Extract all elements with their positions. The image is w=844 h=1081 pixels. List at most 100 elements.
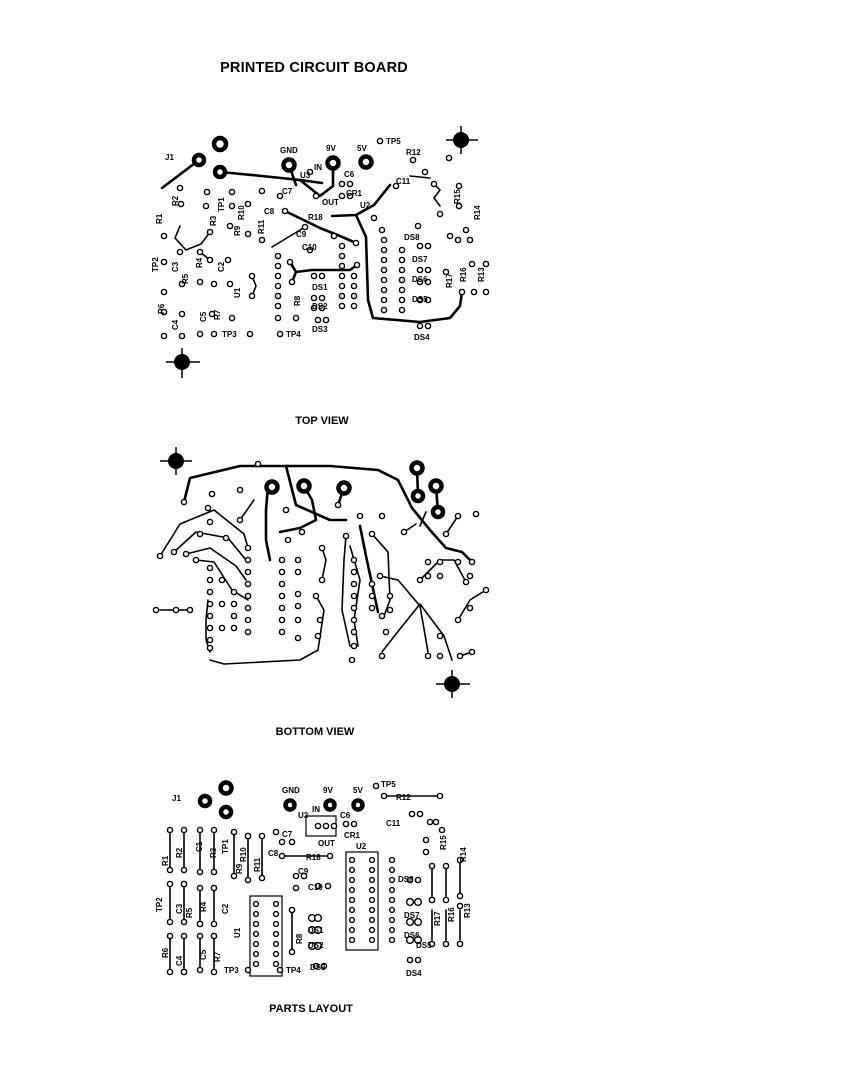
registration-mark (436, 670, 470, 698)
label-tp5: TP5 (386, 137, 401, 146)
label-r1: R1 (161, 855, 170, 866)
label-r17: R17 (445, 273, 454, 288)
registration-mark (166, 348, 200, 378)
label-r9: R9 (233, 225, 242, 236)
label-ds1: DS1 (312, 283, 328, 292)
label-c9: C9 (296, 230, 307, 239)
label-r3: R3 (209, 215, 218, 226)
label-tp3: TP3 (224, 966, 239, 975)
label-r1: R1 (155, 213, 164, 224)
label-ds7: DS7 (404, 911, 420, 920)
label-c10: C10 (308, 883, 323, 892)
label-tp2: TP2 (151, 257, 160, 272)
label-c7: C7 (282, 830, 293, 839)
label-r9: R9 (235, 863, 244, 874)
label-5v: 5V (353, 786, 363, 795)
label-ds2: DS2 (312, 302, 328, 311)
label-c11: C11 (396, 177, 411, 186)
label-ds5: DS5 (416, 941, 432, 950)
label-r5: R5 (181, 273, 190, 284)
label-r2: R2 (171, 195, 180, 206)
label-r4: R4 (199, 901, 208, 912)
label-r10: R10 (237, 205, 246, 220)
label-5v: 5V (357, 144, 367, 153)
label-u1: U1 (233, 927, 242, 938)
label-tp4: TP4 (286, 330, 301, 339)
parts-layout-caption: PARTS LAYOUT (269, 1003, 353, 1015)
ic-pins-parts (252, 856, 396, 968)
power-pad (264, 460, 446, 520)
label-j1: J1 (172, 794, 181, 803)
label-c8: C8 (264, 207, 275, 216)
label-c5: C5 (199, 311, 208, 322)
label-r11: R11 (253, 857, 262, 872)
ic-pins-u2 (338, 236, 432, 314)
label-c9: C9 (298, 867, 309, 876)
label-r13: R13 (477, 267, 486, 282)
label-cr1: CR1 (346, 189, 363, 198)
ic-u1-outline (249, 895, 283, 977)
label-r18: R18 (306, 853, 321, 862)
label-tp1: TP1 (221, 839, 230, 854)
label-c10: C10 (302, 243, 317, 252)
registration-mark (160, 447, 192, 475)
label-ds6: DS6 (404, 931, 420, 940)
label-r6: R6 (157, 303, 166, 314)
label-r7: R7 (213, 951, 222, 962)
label-r14: R14 (459, 847, 468, 862)
top-view-diagram: J1 GND 9V 5V TP5 R12 U3 IN C6 OUT CR1 C7… (151, 126, 490, 378)
label-c8: C8 (268, 849, 279, 858)
label-c7: C7 (282, 187, 293, 196)
parts-layout-diagram: J1 GND 9V 5V TP5 R12 U3 IN C6 C11 OUT CR… (155, 780, 472, 978)
label-c1: C1 (195, 841, 204, 852)
label-r10: R10 (239, 847, 248, 862)
label-ds3: DS3 (310, 963, 326, 972)
label-c4: C4 (175, 955, 184, 966)
label-r2: R2 (175, 847, 184, 858)
label-u1: U1 (233, 287, 242, 298)
label-ds1: DS1 (308, 926, 324, 935)
ic-u2-outline (345, 851, 379, 951)
label-9v: 9V (323, 786, 333, 795)
label-ds6: DS6 (412, 275, 428, 284)
registration-mark (446, 126, 478, 154)
power-pad (191, 135, 374, 180)
label-u3: U3 (300, 171, 311, 180)
label-tp5: TP5 (381, 780, 396, 789)
label-ds7: DS7 (412, 255, 428, 264)
component-pads (152, 460, 490, 664)
label-tp1: TP1 (217, 197, 226, 212)
label-ds4: DS4 (406, 969, 422, 978)
parts-layout-labels: J1 GND 9V 5V TP5 R12 U3 IN C6 C11 OUT CR… (155, 780, 472, 978)
label-r18: R18 (308, 213, 323, 222)
label-r12: R12 (396, 793, 411, 802)
label-r16: R16 (459, 267, 468, 282)
label-ds2: DS2 (308, 941, 324, 950)
label-cr1: CR1 (344, 831, 361, 840)
label-gnd: GND (282, 786, 300, 795)
label-r12: R12 (406, 148, 421, 157)
ic-pins-u1 (274, 252, 326, 322)
label-r6: R6 (161, 947, 170, 958)
label-r15: R15 (439, 835, 448, 850)
component-pads (160, 137, 490, 340)
label-u2: U2 (360, 201, 371, 210)
label-in: IN (312, 805, 320, 814)
bottom-view-diagram (152, 447, 490, 698)
resistor-outlines (169, 795, 461, 973)
bottom-view-caption: BOTTOM VIEW (275, 726, 355, 738)
label-ds4: DS4 (414, 333, 430, 342)
label-in: IN (314, 163, 322, 172)
label-u3: U3 (298, 811, 309, 820)
label-c2: C2 (221, 903, 230, 914)
top-view-caption: TOP VIEW (295, 415, 349, 427)
label-gnd: GND (280, 146, 298, 155)
label-u2: U2 (356, 842, 367, 851)
label-out: OUT (318, 839, 335, 848)
label-r17: R17 (433, 911, 442, 926)
label-tp2: TP2 (155, 897, 164, 912)
ic-pins-bottom (206, 544, 394, 650)
label-r4: R4 (195, 257, 204, 268)
label-9v: 9V (326, 144, 336, 153)
component-pads (166, 782, 464, 976)
